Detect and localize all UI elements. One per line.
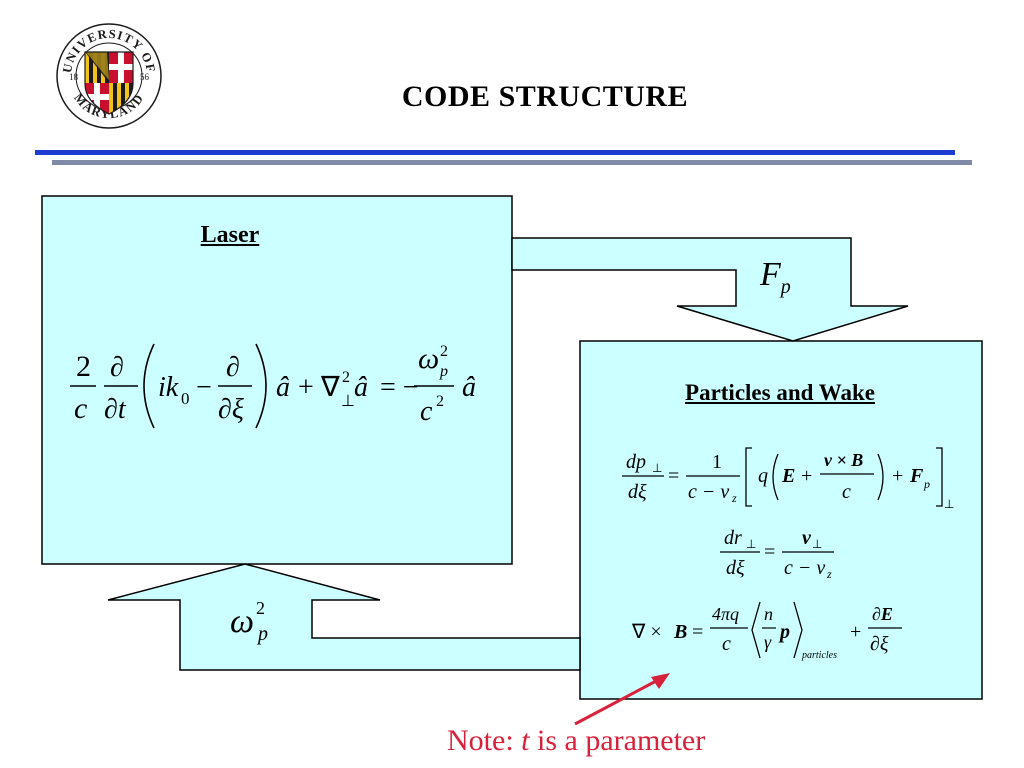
position-equation: dr ⊥ dξ = v ⊥ c − v z xyxy=(720,527,834,581)
svg-text:2: 2 xyxy=(76,350,91,383)
svg-text:c: c xyxy=(74,392,87,425)
svg-text:E: E xyxy=(781,465,795,487)
svg-text:dξ: dξ xyxy=(628,481,647,503)
svg-text:2: 2 xyxy=(342,369,350,386)
svg-text:+: + xyxy=(298,372,314,403)
svg-text:=: = xyxy=(764,541,775,563)
svg-text:n: n xyxy=(764,604,773,624)
svg-text:F: F xyxy=(909,465,924,487)
svg-text:â: â xyxy=(462,372,476,403)
svg-text:=: = xyxy=(668,465,679,487)
svg-text:v: v xyxy=(802,527,812,549)
svg-text:v × B: v × B xyxy=(824,450,863,470)
note-text: Note: t is a parameter xyxy=(447,724,706,757)
svg-text:∂E: ∂E xyxy=(872,604,893,624)
svg-text:⊥: ⊥ xyxy=(341,393,355,410)
svg-text:=: = xyxy=(692,621,703,643)
svg-text:dr: dr xyxy=(724,527,742,549)
ampere-equation: ∇ × B = 4πq c n γ p particles + ∂E ∂ξ xyxy=(631,601,902,661)
svg-text:∂ξ: ∂ξ xyxy=(218,394,244,425)
note-pointer-arrow xyxy=(574,678,659,726)
svg-text:∂t: ∂t xyxy=(104,394,127,425)
svg-text:∇: ∇ xyxy=(320,372,340,403)
svg-text:c: c xyxy=(420,396,433,427)
momentum-equation: dp ⊥ dξ = 1 c − v z q E + v × B c + F p … xyxy=(622,447,954,511)
university-seal-logo: UNIVERSITY OF MARYLAND 18 56 xyxy=(56,23,162,129)
ponderomotive-force-label: Fp xyxy=(760,256,791,298)
svg-text:⊥: ⊥ xyxy=(944,497,954,511)
svg-text:â: â xyxy=(276,372,290,403)
slide-title: CODE STRUCTURE xyxy=(401,80,689,113)
svg-text:∇ ×: ∇ × xyxy=(631,621,662,643)
svg-text:particles: particles xyxy=(801,650,837,661)
svg-text:c: c xyxy=(842,481,851,503)
svg-text:ω: ω xyxy=(230,603,254,640)
plasma-frequency-arrow xyxy=(107,563,581,671)
svg-text:p: p xyxy=(256,623,268,645)
svg-text:2: 2 xyxy=(436,393,444,410)
svg-text:c − v: c − v xyxy=(688,481,729,503)
svg-text:dξ: dξ xyxy=(726,557,745,579)
particles-wake-heading: Particles and Wake xyxy=(685,380,875,405)
svg-text:â: â xyxy=(354,372,368,403)
svg-text:∂: ∂ xyxy=(226,352,240,383)
svg-text:+: + xyxy=(850,621,861,643)
svg-text:γ: γ xyxy=(764,632,772,652)
svg-text:⊥: ⊥ xyxy=(652,461,662,475)
svg-text:dp: dp xyxy=(626,451,646,473)
plasma-frequency-label: ω 2 p xyxy=(230,598,268,645)
svg-text:0: 0 xyxy=(181,389,190,408)
svg-text:⊥: ⊥ xyxy=(746,537,756,551)
svg-text:∂ξ: ∂ξ xyxy=(870,633,889,655)
svg-text:p: p xyxy=(778,621,790,643)
svg-text:c: c xyxy=(722,633,731,655)
svg-text:z: z xyxy=(731,491,737,505)
svg-text:−: − xyxy=(196,372,212,403)
svg-text:= −: = − xyxy=(380,372,419,403)
svg-text:∂: ∂ xyxy=(110,352,124,383)
seal-year-right: 56 xyxy=(140,72,150,82)
svg-text:+: + xyxy=(801,465,812,487)
svg-text:B: B xyxy=(673,621,687,643)
svg-text:1: 1 xyxy=(712,451,722,473)
laser-box xyxy=(41,195,513,565)
laser-equation: 2 c ∂ ∂t ik 0 − ∂ ∂ξ â + ∇ 2 ⊥ â = − ω 2… xyxy=(70,342,476,429)
force-arrow xyxy=(511,237,909,342)
svg-text:4πq: 4πq xyxy=(712,604,739,624)
svg-text:p: p xyxy=(439,363,448,380)
svg-text:2: 2 xyxy=(440,343,448,360)
svg-text:ik: ik xyxy=(158,372,179,403)
svg-text:⊥: ⊥ xyxy=(812,537,822,551)
seal-year-left: 18 xyxy=(69,72,79,82)
svg-text:p: p xyxy=(923,477,930,491)
particles-wake-box xyxy=(579,340,983,700)
svg-text:2: 2 xyxy=(256,598,265,618)
svg-text:+: + xyxy=(892,465,903,487)
svg-text:q: q xyxy=(758,465,768,487)
svg-text:c − v: c − v xyxy=(784,557,825,579)
svg-text:z: z xyxy=(826,567,832,581)
svg-text:ω: ω xyxy=(418,342,439,375)
laser-heading: Laser xyxy=(200,222,260,248)
